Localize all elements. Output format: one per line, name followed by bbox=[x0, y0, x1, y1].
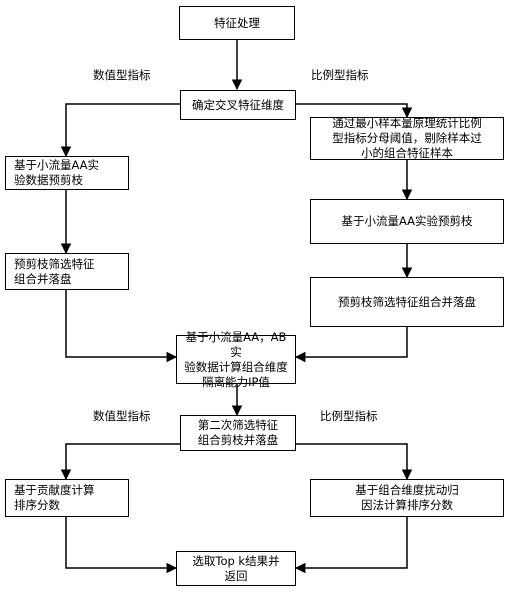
node-left-contribution: 基于贡献度计算 排序分数 bbox=[5, 479, 129, 517]
node-left-prune-aa: 基于小流量AA实 验数据预剪枝 bbox=[5, 156, 129, 190]
node-select-topk: 选取Top k结果并 返回 bbox=[176, 551, 296, 586]
node-right-attribution: 基于组合维度扰动归 因法计算排序分数 bbox=[310, 479, 504, 517]
node-left-prune-store: 预剪枝筛选特征 组合并落盘 bbox=[5, 253, 129, 290]
node-right-threshold: 通过最小样本量原理统计比例 型指标分母阈值，剔除样本过 小的组合特征样本 bbox=[310, 116, 504, 160]
node-right-prune-aa: 基于小流量AA实验预剪枝 bbox=[310, 199, 504, 244]
arrow-second-to-right-attribution bbox=[296, 443, 413, 481]
node-right-prune-store: 预剪枝筛选特征组合并落盘 bbox=[310, 277, 504, 327]
node-second-filter: 第二次筛选特征 组合剪枝并落盘 bbox=[180, 415, 296, 451]
label-numeric-top: 数值型指标 bbox=[93, 68, 151, 82]
arrow-second-to-left-contribution bbox=[60, 443, 180, 481]
arrow-dims-to-right-threshold bbox=[296, 103, 413, 119]
label-ratio-top: 比例型指标 bbox=[311, 68, 369, 82]
arrow-left-contribution-to-topk bbox=[65, 517, 178, 574]
node-feature-processing: 特征处理 bbox=[179, 6, 295, 40]
arrow-dims-to-left-prune bbox=[60, 103, 180, 158]
label-numeric-bottom: 数值型指标 bbox=[93, 409, 151, 423]
label-ratio-bottom: 比例型指标 bbox=[320, 409, 378, 423]
arrow-right-attribution-to-topk bbox=[294, 517, 408, 574]
arrow-right-store-to-ip bbox=[294, 327, 408, 363]
node-determine-cross-dims: 确定交叉特征维度 bbox=[180, 90, 296, 120]
node-compute-ip: 基于小流量AA，AB实 验数据计算组合维度 隔离能力IP值 bbox=[176, 330, 296, 389]
arrow-left-store-to-ip bbox=[65, 290, 178, 363]
